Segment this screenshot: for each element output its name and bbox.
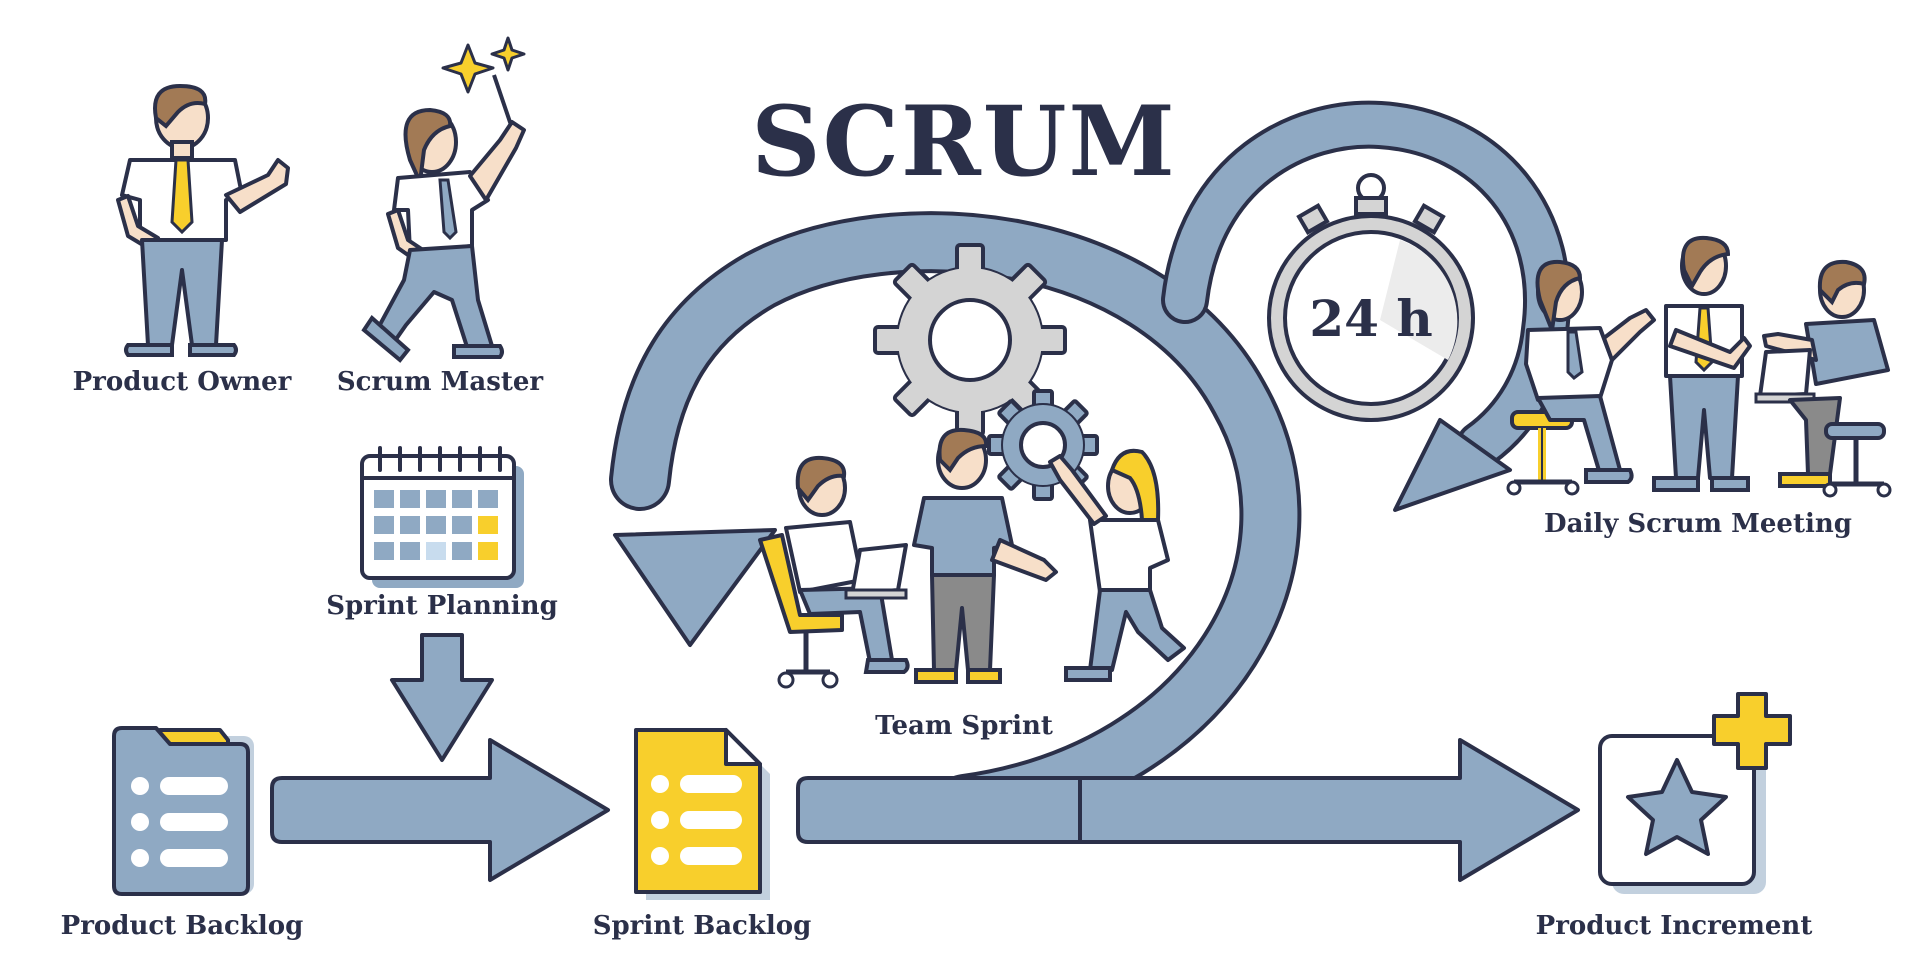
star-icon	[1598, 734, 1766, 894]
sparkle-icon	[441, 36, 526, 94]
event-label-team-sprint: Team Sprint	[875, 711, 1053, 741]
flow-arrow-backlog-to-sprint	[270, 738, 610, 882]
folder-icon	[112, 726, 254, 896]
gear-icon	[987, 389, 1099, 501]
role-label-scrum-master: Scrum Master	[337, 367, 544, 397]
chair-icon	[1822, 422, 1892, 498]
laptop-icon	[1754, 348, 1816, 404]
team-sprint-figures	[758, 427, 1186, 689]
chair-icon	[1506, 410, 1580, 496]
product-owner-figure	[116, 83, 290, 357]
diagram-title: SCRUM	[751, 85, 1177, 198]
sprint-cycle-arrow	[609, 211, 1302, 836]
magic-wand-icon	[492, 74, 514, 129]
timer-label: 24 h	[1309, 289, 1432, 348]
daily-scrum-figures	[1506, 235, 1892, 498]
calendar-icon	[360, 446, 524, 588]
event-label-daily-scrum: Daily Scrum Meeting	[1544, 509, 1852, 539]
scrum-master-figure	[361, 36, 526, 363]
stopwatch-icon: 24 h	[1267, 173, 1475, 422]
laptop-icon	[844, 543, 908, 600]
artifact-label-product-backlog: Product Backlog	[61, 911, 304, 941]
chair-icon	[758, 533, 844, 689]
event-label-sprint-planning: Sprint Planning	[326, 591, 558, 621]
artifact-label-sprint-backlog: Sprint Backlog	[593, 911, 812, 941]
artifact-label-product-increment: Product Increment	[1536, 911, 1813, 941]
flow-arrow-sprint-to-increment	[796, 738, 1580, 882]
flow-arrow-planning-down	[390, 633, 494, 762]
role-label-product-owner: Product Owner	[73, 367, 292, 397]
gear-icon	[873, 243, 1067, 437]
plus-icon	[1712, 692, 1792, 770]
document-icon	[634, 728, 770, 900]
